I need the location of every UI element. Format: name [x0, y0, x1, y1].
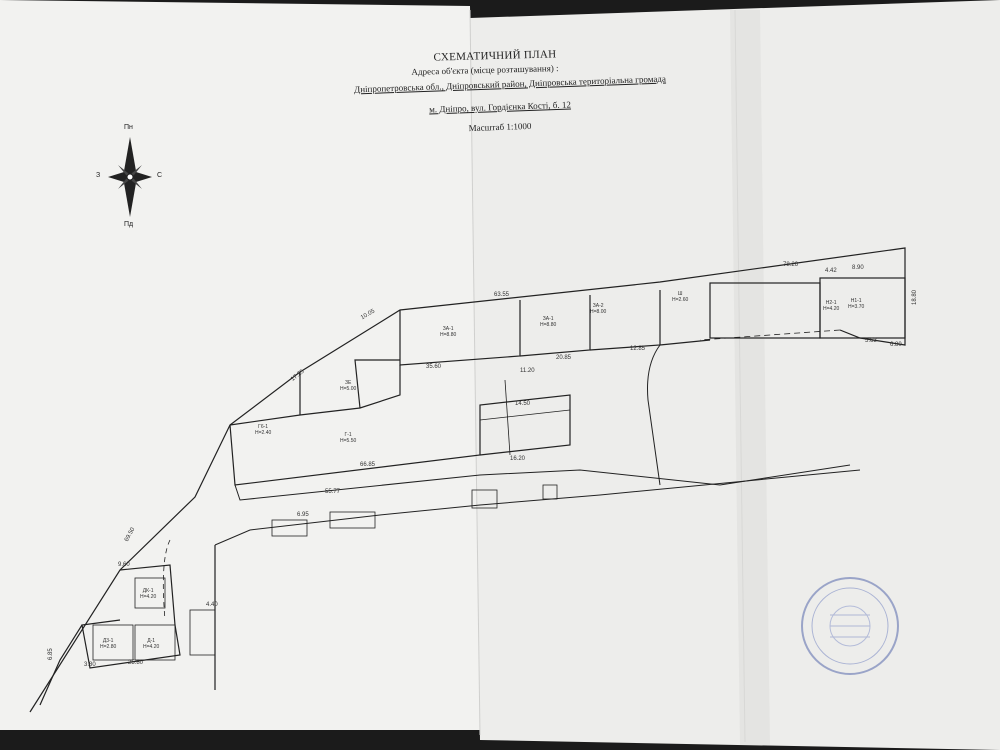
dim-label: 6.85	[48, 648, 54, 660]
dim-label: 12.85	[630, 346, 646, 352]
dim-label: 8.90	[852, 265, 864, 271]
dim-label: 25.80	[128, 660, 144, 666]
compass-east-label: С	[157, 172, 163, 179]
dim-label: 3.80	[84, 662, 96, 668]
dim-label: 18.80	[912, 289, 918, 305]
compass-rose-icon	[108, 137, 152, 217]
dim-label: 5.63	[865, 338, 877, 344]
dim-label: 63.55	[494, 292, 510, 298]
dim-label: 4.42	[825, 268, 837, 274]
dim-label: 20.85	[556, 355, 572, 361]
compass-west-label: З	[96, 172, 101, 179]
dim-label: 66.85	[360, 462, 376, 468]
dim-label: 6.95	[297, 512, 309, 518]
official-stamp-icon	[801, 577, 899, 675]
dim-label: 35.60	[426, 364, 442, 370]
dim-label: 6.80	[890, 342, 902, 348]
dim-label: 14.50	[515, 401, 531, 407]
dim-label: 55.77	[325, 489, 341, 495]
dim-label: 78.26	[783, 262, 799, 268]
compass-south-label: Пд	[124, 221, 134, 228]
dim-label: 4.40	[206, 602, 218, 608]
dim-label: 9.60	[118, 562, 130, 568]
dim-label: 11.20	[520, 368, 535, 374]
dim-label: 16.20	[510, 456, 526, 462]
compass-north-label: Пн	[124, 124, 133, 131]
site-plan	[29, 247, 906, 713]
